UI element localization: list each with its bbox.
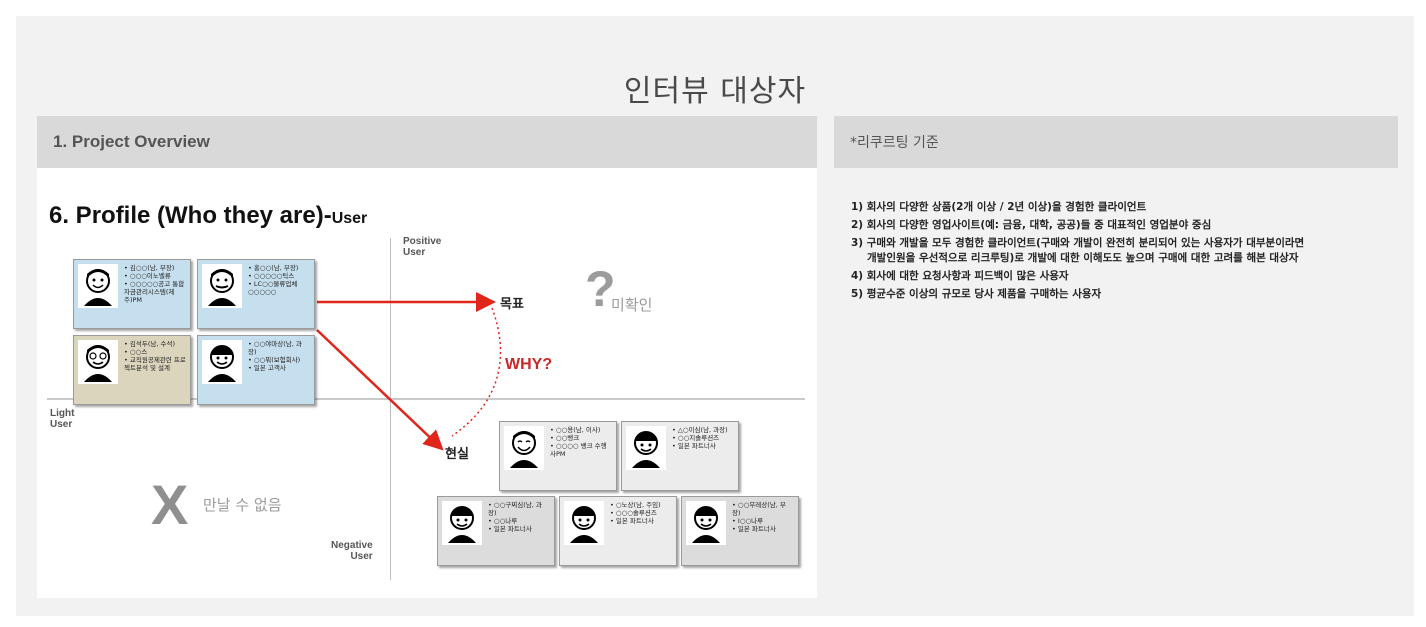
card-line: ○○나루 [488, 517, 550, 525]
card-details: ○○야마상(남, 과장) ○○뭐(보험회사) 일본 고객사 [248, 340, 310, 372]
card-details: 홍○○(남, 부장) ○○○○○틱스 LC○○물류업체 ○○○○○ [248, 264, 310, 296]
profile-card: △○이심(남, 과장) ○○지솔루션즈 일본 파트너사 [621, 421, 739, 491]
profile-card: ○○무레상(남, 부장) I○○나루 일본 파트너사 [681, 496, 799, 566]
profile-card: 김○○(남, 부장) ○○○이노벨류 ○○○○○공고 통합자금관리시스템(제주)… [73, 259, 191, 329]
card-line: LC○○물류업체 ○○○○○ [248, 280, 310, 296]
profile-title: 6. Profile (Who they are)-User [49, 202, 367, 230]
card-details: 김○○(남, 부장) ○○○이노벨류 ○○○○○공고 통합자금관리시스템(제주)… [124, 264, 186, 304]
profile-card: ○○야마상(남, 과장) ○○뭐(보험회사) 일본 고객사 [197, 335, 315, 405]
card-line: I○○나루 [732, 517, 794, 525]
user-avatar-icon [686, 501, 726, 545]
card-line: ○○지솔루션즈 [672, 434, 728, 442]
card-line: ○○뭐(보험회사) [248, 356, 310, 364]
profile-card: 김석두(남, 수석) ○○스 교직원공제관련 프로젝트분석 및 설계 [73, 335, 191, 405]
card-line: ○○○○ 뱅크 수행사PM [550, 442, 612, 458]
arrows-overlay [316, 292, 502, 451]
card-line: ○○야마상(남, 과장) [248, 340, 310, 356]
card-line: ○○무레상(남, 부장) [732, 501, 794, 517]
goal-label: 목표 [500, 297, 524, 312]
criteria-item: 4) 회사에 대한 요청사항과 피드백이 많은 사용자 [851, 270, 1069, 282]
criteria-item: 5) 평균수준 이상의 규모로 당사 제품을 구매하는 사용자 [851, 288, 1102, 300]
card-line: ○○스 [124, 348, 186, 356]
user-avatar-icon [564, 501, 604, 545]
profile-card: ○○구찌심(남, 과장) ○○나루 일본 파트너사 [437, 496, 555, 566]
card-line: 홍○○(남, 부장) [248, 264, 310, 272]
profile-panel: 6. Profile (Who they are)-User Positive … [37, 168, 817, 598]
profile-card: ○노상(남, 주임) ○○○솔루션즈 일본 파트너사 [559, 496, 677, 566]
card-line: △○이심(남, 과장) [672, 426, 728, 434]
dotted-why-curve [451, 307, 502, 437]
user-avatar-icon [504, 426, 544, 470]
profile-title-main: 6. Profile (Who they are)- [49, 202, 332, 229]
card-details: ○○무레상(남, 부장) I○○나루 일본 파트너사 [732, 501, 794, 533]
card-line: 일본 파트너사 [610, 517, 661, 525]
card-line: 김○○(남, 부장) [124, 264, 186, 272]
arrow-to-reality [316, 329, 444, 451]
vertical-axis [390, 238, 391, 580]
criteria-item: 2) 회사의 다양한 영업사이트(예: 금융, 대학, 공공)들 중 대표적인 … [851, 219, 1212, 231]
card-details: △○이심(남, 과장) ○○지솔루션즈 일본 파트너사 [672, 426, 728, 450]
slide-frame: 인터뷰 대상자 1. Project Overview *리쿠르팅 기준 6. … [16, 16, 1414, 616]
criteria-item: 3) 구매와 개발을 모두 경험한 클라이언트(구매와 개발이 완전히 분리되어… [851, 237, 1305, 249]
profile-title-suffix: User [331, 210, 368, 227]
project-overview-header: 1. Project Overview [37, 116, 817, 168]
x-mark: X [151, 473, 189, 536]
criteria-item: 1) 회사의 다양한 상품(2개 이상 / 2년 이상)을 경험한 클라이언트 [851, 201, 1147, 213]
page-title: 인터뷰 대상자 [623, 74, 807, 109]
card-line: 일본 파트너사 [732, 525, 794, 533]
recruiting-criteria-header: *리쿠르팅 기준 [834, 116, 1398, 168]
profile-card: ○○용(남, 이사) ○○뱅크 ○○○○ 뱅크 수행사PM [499, 421, 617, 491]
axis-light-label: Light User [50, 408, 75, 430]
criteria-item-continued: 개발인원을 우선적으로 리크루팅)로 개발에 대한 이해도도 높으며 구매에 대… [867, 252, 1299, 264]
axis-negative-label: Negative User [331, 540, 373, 562]
unknown-label: 미확인 [611, 296, 653, 314]
axis-positive-label: Positive User [403, 236, 442, 258]
card-line: 일본 파트너사 [672, 442, 728, 450]
recruiting-criteria-list: 1) 회사의 다양한 상품(2개 이상 / 2년 이상)을 경험한 클라이언트 … [851, 200, 1411, 305]
x-label: 만날 수 없음 [203, 496, 282, 514]
user-avatar-icon [442, 501, 482, 545]
card-line: ○○구찌심(남, 과장) [488, 501, 550, 517]
card-line: ○○○솔루션즈 [610, 509, 661, 517]
card-line: ○○뱅크 [550, 434, 612, 442]
user-avatar-icon [202, 340, 242, 384]
card-details: ○○구찌심(남, 과장) ○○나루 일본 파트너사 [488, 501, 550, 533]
card-details: ○노상(남, 주임) ○○○솔루션즈 일본 파트너사 [610, 501, 661, 525]
why-label: WHY? [505, 356, 553, 373]
user-avatar-icon [78, 264, 118, 308]
card-details: ○○용(남, 이사) ○○뱅크 ○○○○ 뱅크 수행사PM [550, 426, 612, 458]
horizontal-axis [47, 398, 805, 400]
card-line: ○○용(남, 이사) [550, 426, 612, 434]
user-avatar-icon [626, 426, 666, 470]
user-avatar-icon [78, 340, 118, 384]
card-details: 김석두(남, 수석) ○○스 교직원공제관련 프로젝트분석 및 설계 [124, 340, 186, 372]
card-line: ○○○이노벨류 [124, 272, 186, 280]
card-line: 일본 파트너사 [488, 525, 550, 533]
card-line: ○노상(남, 주임) [610, 501, 661, 509]
card-line: 일본 고객사 [248, 364, 310, 372]
card-line: ○○○○○틱스 [248, 272, 310, 280]
user-avatar-icon [202, 264, 242, 308]
card-line: 교직원공제관련 프로젝트분석 및 설계 [124, 356, 186, 372]
question-mark: ? [585, 261, 616, 317]
reality-label: 현실 [445, 447, 469, 462]
card-line: 김석두(남, 수석) [124, 340, 186, 348]
profile-card: 홍○○(남, 부장) ○○○○○틱스 LC○○물류업체 ○○○○○ [197, 259, 315, 329]
card-line: ○○○○○공고 통합자금관리시스템(제주)PM [124, 280, 186, 304]
